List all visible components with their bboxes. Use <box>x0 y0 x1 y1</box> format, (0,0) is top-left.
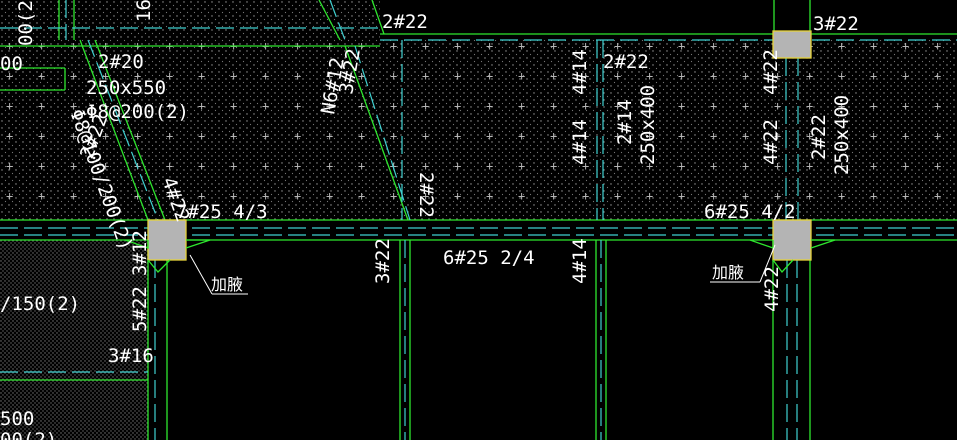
label-v-4-22-right-top: 4#22 <box>760 49 782 95</box>
label-v-2-22-right: 2#22 <box>808 114 830 160</box>
haunch-marks <box>124 239 836 274</box>
label-v-4-14-mid: 4#14 <box>569 119 591 165</box>
label-stirrup: Φ8@200(2) <box>86 101 189 123</box>
label-left-500: 500 <box>0 408 34 430</box>
label-h-6-25-mid: 6#25 2/4 <box>443 247 535 269</box>
label-jiaye-right: 加腋 <box>712 263 744 282</box>
label-left-top-02: 00(2) <box>15 0 37 46</box>
label-250x550: 250x550 <box>86 77 166 99</box>
column-mid-left[interactable] <box>147 219 187 261</box>
slab-hatch-lower-left <box>0 240 148 440</box>
label-left-top-00: 00 <box>0 53 23 75</box>
label-h-6-25-right: 6#25 4/2 <box>704 201 796 223</box>
label-v-4-22-right-low: 4#22 <box>761 266 783 312</box>
label-left-bottom-2: 00(2) <box>0 429 57 440</box>
label-h-7-25: 7#25 4/3 <box>176 201 268 223</box>
label-top-right-3-22: 3#22 <box>813 13 859 35</box>
label-left-150: /150(2) <box>0 293 80 315</box>
label-v-3-12: 3#12 <box>129 230 151 276</box>
label-h-3-16: 3#16 <box>108 345 154 367</box>
column-mid-right[interactable] <box>772 219 812 261</box>
label-v-5-22: 5#22 <box>129 286 151 332</box>
label-jiaye-left: 加腋 <box>211 275 243 294</box>
label-v-2-22-mid: 2#22 <box>415 172 437 218</box>
label-v-250x400: 250x400 <box>637 85 659 165</box>
column-top-right[interactable] <box>772 30 812 59</box>
label-top-2-22: 2#22 <box>382 11 428 33</box>
label-v-4-14-lower: 4#14 <box>569 238 591 284</box>
haunch-leader-lines <box>189 244 776 295</box>
label-v-2-14: 2#14 <box>614 99 636 145</box>
label-v-250x400-right: 250x400 <box>831 95 853 175</box>
label-v-3-22-lower: 3#22 <box>372 238 394 284</box>
label-top-mid-2-22: 2#22 <box>603 51 649 73</box>
label-top-16: 16 <box>133 0 155 22</box>
label-v-4-22-right-mid: 4#22 <box>760 119 782 165</box>
label-2-20: 2#20 <box>98 51 144 73</box>
label-v-4-14-top: 4#14 <box>569 49 591 95</box>
